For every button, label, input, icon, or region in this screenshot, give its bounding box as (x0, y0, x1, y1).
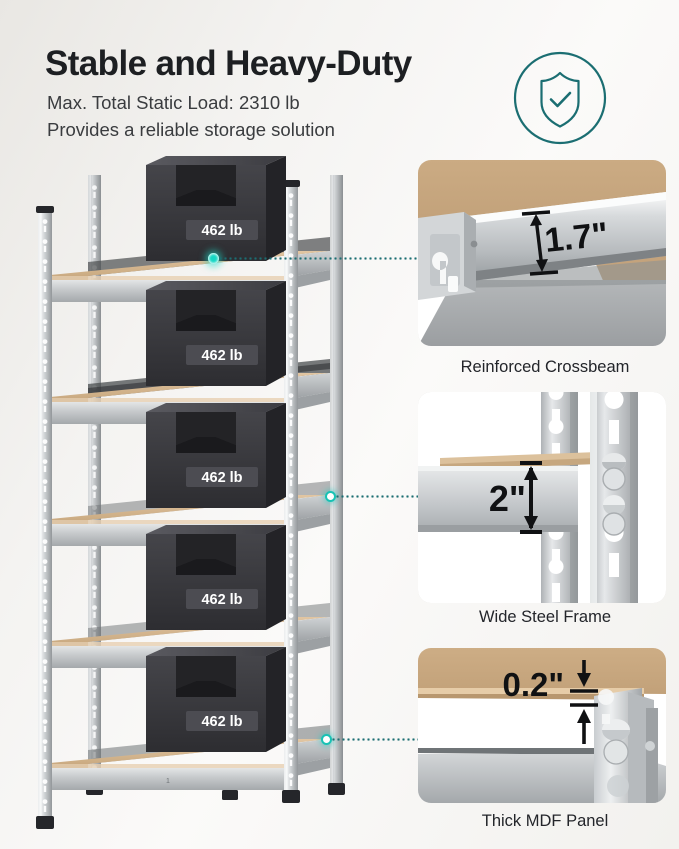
svg-text:462 lb: 462 lb (201, 714, 242, 730)
weight-block-1: 462 lb (146, 156, 286, 261)
caption-thick-mdf-panel: Thick MDF Panel (481, 812, 609, 830)
connector-line-2 (335, 495, 422, 498)
weight-block-4: 462 lb (146, 525, 286, 630)
svg-text:1: 1 (166, 778, 170, 785)
svg-text:462 lb: 462 lb (201, 348, 242, 364)
dimension-label: 1.7" (543, 216, 610, 260)
weight-block-2: 462 lb (146, 281, 286, 386)
connector-mdf-panel (321, 734, 422, 745)
caption-wide-steel-frame: Wide Steel Frame (478, 608, 612, 626)
caption-reinforced-crossbeam: Reinforced Crossbeam (460, 358, 630, 376)
detail-panel-thick-mdf: 0.2" (418, 648, 666, 803)
svg-text:462 lb: 462 lb (201, 470, 242, 486)
dimension-label: 0.2" (502, 666, 564, 703)
detail-panel-wide-steel-frame: 2" (418, 392, 666, 603)
detail-panel-reinforced-crossbeam: 1.7" (418, 160, 666, 346)
storage-solution-text: Provides a reliable storage solution (47, 119, 335, 140)
shield-check-icon (512, 50, 608, 146)
connector-line-1 (218, 257, 422, 260)
max-static-load-text: Max. Total Static Load: 2310 lb (47, 92, 300, 113)
svg-text:462 lb: 462 lb (201, 223, 242, 239)
page-title: Stable and Heavy-Duty (45, 44, 412, 83)
connector-crossbeam (208, 253, 422, 264)
weight-block-3: 462 lb (146, 403, 286, 508)
weight-block-5: 462 lb (146, 647, 286, 752)
connector-line-3 (331, 738, 422, 741)
shelving-unit-illustration: 1 1 1 1 (0, 150, 412, 830)
dimension-label: 2" (489, 478, 526, 519)
svg-text:462 lb: 462 lb (201, 592, 242, 608)
connector-dot-1 (208, 253, 219, 264)
connector-steel-frame (325, 491, 422, 502)
